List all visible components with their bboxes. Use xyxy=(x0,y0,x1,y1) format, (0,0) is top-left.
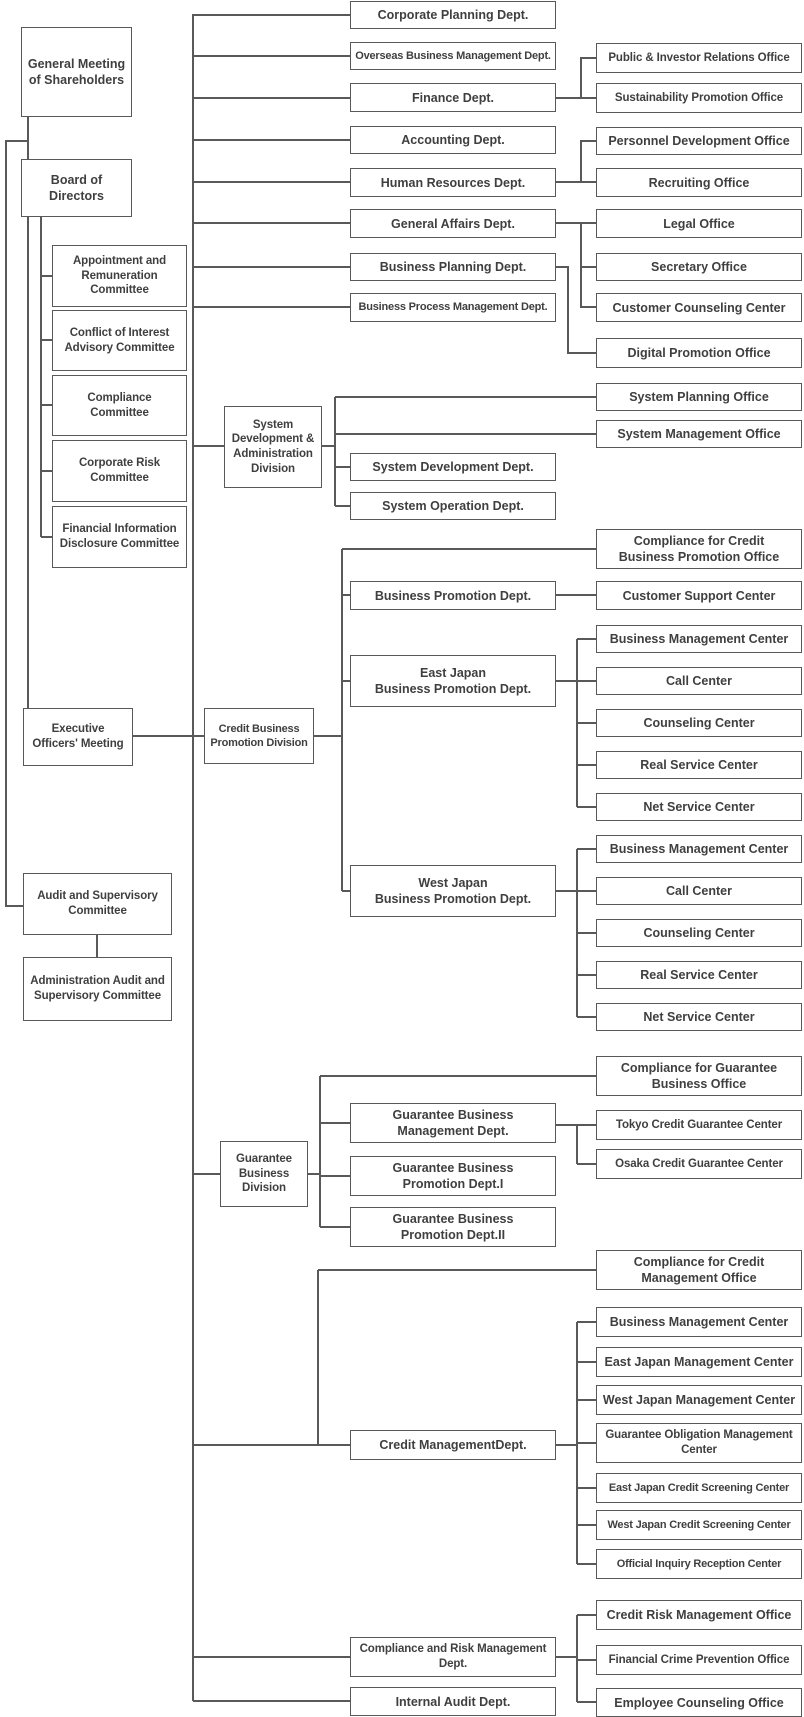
node-west-japan-credit-screening-center: West Japan Credit Screening Center xyxy=(596,1510,802,1540)
node-business-promotion-dept: Business Promotion Dept. xyxy=(350,581,556,610)
node-west-japan-business-promotion-dept: West Japan Business Promotion Dept. xyxy=(350,865,556,917)
node-east-real-service-center: Real Service Center xyxy=(596,751,802,779)
node-west-call-center: Call Center xyxy=(596,877,802,905)
node-credit-management-dept: Credit ManagementDept. xyxy=(350,1430,556,1460)
node-conflict-of-interest-advisory-committee: Conflict of Interest Advisory Committee xyxy=(52,310,187,371)
node-system-development-administration-division: System Development & Administration Divi… xyxy=(224,406,322,488)
node-financial-crime-prevention-office: Financial Crime Prevention Office xyxy=(596,1645,802,1675)
node-west-real-service-center: Real Service Center xyxy=(596,961,802,989)
node-legal-office: Legal Office xyxy=(596,209,802,238)
node-east-japan-management-center: East Japan Management Center xyxy=(596,1347,802,1377)
node-system-planning-office: System Planning Office xyxy=(596,383,802,411)
node-west-counseling-center: Counseling Center xyxy=(596,919,802,947)
node-tokyo-credit-guarantee-center: Tokyo Credit Guarantee Center xyxy=(596,1110,802,1140)
node-customer-counseling-center: Customer Counseling Center xyxy=(596,293,802,322)
node-accounting-dept: Accounting Dept. xyxy=(350,126,556,154)
node-guarantee-business-promotion-dept-2: Guarantee Business Promotion Dept.II xyxy=(350,1207,556,1247)
node-compliance-for-guarantee-business-office: Compliance for Guarantee Business Office xyxy=(596,1056,802,1096)
node-credit-business-promotion-division: Credit Business Promotion Division xyxy=(204,708,314,764)
connector-lines xyxy=(5,14,596,1703)
node-board-of-directors: Board of Directors xyxy=(21,159,132,217)
node-guarantee-business-management-dept: Guarantee Business Management Dept. xyxy=(350,1103,556,1143)
node-east-call-center: Call Center xyxy=(596,667,802,695)
node-west-japan-management-center: West Japan Management Center xyxy=(596,1385,802,1415)
node-official-inquiry-reception-center: Official Inquiry Reception Center xyxy=(596,1549,802,1579)
node-guarantee-business-promotion-dept-1: Guarantee Business Promotion Dept.I xyxy=(350,1156,556,1196)
node-corporate-planning-dept: Corporate Planning Dept. xyxy=(350,1,556,29)
node-audit-and-supervisory-committee: Audit and Supervisory Committee xyxy=(23,873,172,935)
node-digital-promotion-office: Digital Promotion Office xyxy=(596,338,802,368)
node-business-process-management-dept: Business Process Management Dept. xyxy=(350,293,556,322)
node-financial-information-disclosure-committee: Financial Information Disclosure Committ… xyxy=(52,506,187,568)
node-compliance-for-credit-management-office: Compliance for Credit Management Office xyxy=(596,1250,802,1290)
node-sustainability-promotion-office: Sustainability Promotion Office xyxy=(596,83,802,113)
node-secretary-office: Secretary Office xyxy=(596,253,802,281)
node-compliance-and-risk-management-dept: Compliance and Risk Management Dept. xyxy=(350,1637,556,1677)
node-osaka-credit-guarantee-center: Osaka Credit Guarantee Center xyxy=(596,1149,802,1179)
node-general-affairs-dept: General Affairs Dept. xyxy=(350,209,556,238)
node-compliance-for-credit-business-promotion-office: Compliance for Credit Business Promotion… xyxy=(596,529,802,569)
node-finance-dept: Finance Dept. xyxy=(350,83,556,112)
node-system-development-dept: System Development Dept. xyxy=(350,453,556,481)
node-employee-counseling-office: Employee Counseling Office xyxy=(596,1688,802,1717)
node-east-japan-business-promotion-dept: East Japan Business Promotion Dept. xyxy=(350,655,556,707)
node-guarantee-obligation-management-center: Guarantee Obligation Management Center xyxy=(596,1423,802,1463)
node-general-meeting-of-shareholders: General Meeting of Shareholders xyxy=(21,27,132,117)
node-customer-support-center: Customer Support Center xyxy=(596,581,802,610)
node-internal-audit-dept: Internal Audit Dept. xyxy=(350,1687,556,1716)
node-executive-officers-meeting: Executive Officers' Meeting xyxy=(23,708,133,766)
node-system-operation-dept: System Operation Dept. xyxy=(350,492,556,520)
node-guarantee-business-division: Guarantee Business Division xyxy=(220,1141,308,1207)
node-compliance-committee: Compliance Committee xyxy=(52,375,187,436)
node-business-planning-dept: Business Planning Dept. xyxy=(350,253,556,281)
node-east-business-management-center: Business Management Center xyxy=(596,625,802,653)
node-personnel-development-office: Personnel Development Office xyxy=(596,127,802,155)
node-east-counseling-center: Counseling Center xyxy=(596,709,802,737)
node-east-japan-credit-screening-center: East Japan Credit Screening Center xyxy=(596,1473,802,1503)
node-west-net-service-center: Net Service Center xyxy=(596,1003,802,1031)
node-overseas-business-management-dept: Overseas Business Management Dept. xyxy=(350,42,556,70)
node-public-investor-relations-office: Public & Investor Relations Office xyxy=(596,43,802,73)
node-appointment-and-remuneration-committee: Appointment and Remuneration Committee xyxy=(52,245,187,307)
node-recruiting-office: Recruiting Office xyxy=(596,168,802,197)
node-administration-audit-and-supervisory-committee: Administration Audit and Supervisory Com… xyxy=(23,957,172,1021)
node-corporate-risk-committee: Corporate Risk Committee xyxy=(52,440,187,502)
node-system-management-office: System Management Office xyxy=(596,420,802,448)
node-credit-risk-management-office: Credit Risk Management Office xyxy=(596,1600,802,1630)
node-west-business-management-center: Business Management Center xyxy=(596,835,802,863)
node-human-resources-dept: Human Resources Dept. xyxy=(350,168,556,197)
node-east-net-service-center: Net Service Center xyxy=(596,793,802,821)
node-cm-business-management-center: Business Management Center xyxy=(596,1307,802,1337)
